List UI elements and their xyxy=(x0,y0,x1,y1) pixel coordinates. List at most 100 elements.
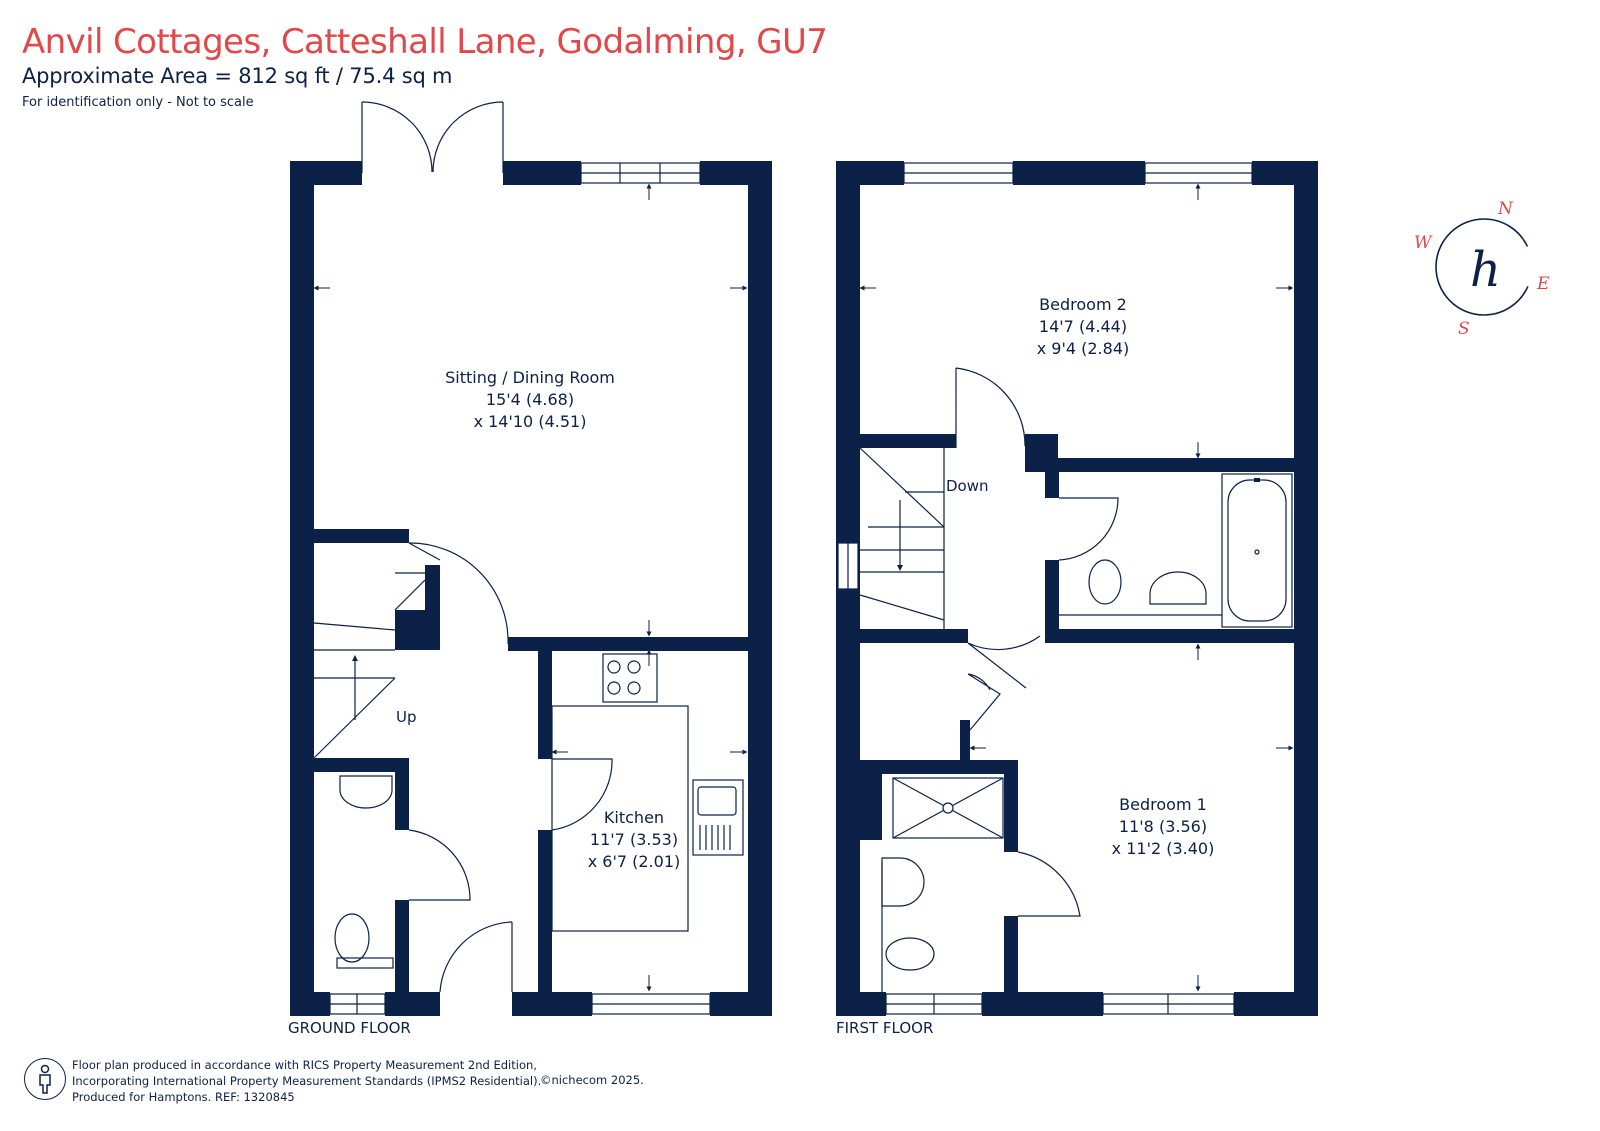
footer-line-1: Floor plan produced in accordance with R… xyxy=(72,1058,537,1072)
bedroom2-dim2: x 9'4 (2.84) xyxy=(1037,339,1130,358)
kitchen-name: Kitchen xyxy=(604,808,664,827)
header: Anvil Cottages, Catteshall Lane, Godalmi… xyxy=(22,22,828,116)
gf-room-labels: Sitting / Dining Room 15'4 (4.68) x 14'1… xyxy=(288,368,680,1037)
ground-floor-fixtures xyxy=(313,101,744,1015)
ff-wall-bath-left-post xyxy=(1025,434,1058,472)
ff-wall-ensuite-right xyxy=(1004,760,1018,852)
compass-east: E xyxy=(1536,274,1550,294)
footer-line-3: Produced for Hamptons. REF: 1320845 xyxy=(72,1090,295,1104)
gf-wall-sitting-bottom-left xyxy=(314,529,409,543)
ff-wall-bed2-bottom-right xyxy=(1058,458,1294,472)
gf-wall-kitchen-left-lower xyxy=(538,830,552,1016)
footer-line-2: Incorporating International Property Mea… xyxy=(72,1074,542,1088)
gf-door-hall xyxy=(408,542,509,645)
ff-wall-right xyxy=(1294,161,1318,1016)
gf-wall-wc-right xyxy=(395,758,409,830)
ff-dimension-arrows xyxy=(859,183,1294,992)
footer-text: Floor plan produced in accordance with R… xyxy=(72,1057,541,1105)
ff-wall-top-left xyxy=(836,161,904,185)
compass-logo: h xyxy=(1470,242,1501,298)
gf-wall-wc-right-lower xyxy=(395,900,409,1016)
bedroom2-name: Bedroom 2 xyxy=(1039,295,1127,314)
ff-room-labels: Bedroom 2 14'7 (4.44) x 9'4 (2.84) Bedro… xyxy=(836,295,1214,1037)
ff-wall-landing-bottom xyxy=(860,629,968,643)
footer-copyright: ©nichecom 2025. xyxy=(540,1073,644,1087)
gf-wall-top-mid xyxy=(503,161,581,185)
ff-shower-tray xyxy=(892,777,1004,839)
ff-wall-top-mid xyxy=(1013,161,1145,185)
gf-worktop xyxy=(551,705,689,932)
person-icon xyxy=(24,1058,66,1100)
sitting-room-name: Sitting / Dining Room xyxy=(445,368,615,387)
compass: N E S W h xyxy=(1414,199,1550,339)
compass-west: W xyxy=(1414,233,1433,253)
sitting-room-dim2: x 14'10 (4.51) xyxy=(474,412,587,431)
gf-wall-kitchen-left xyxy=(538,651,552,759)
gf-wall-stair-post xyxy=(395,610,440,650)
page-title: Anvil Cottages, Catteshall Lane, Godalmi… xyxy=(22,22,828,62)
ground-floor-plan xyxy=(290,161,772,1016)
gf-dimension-arrows xyxy=(313,183,748,992)
gf-wall-bottom-left xyxy=(290,992,330,1016)
bedroom1-dim2: x 11'2 (3.40) xyxy=(1112,839,1215,858)
ff-wall-bottom-mid xyxy=(982,992,1103,1016)
ff-bathtub xyxy=(1221,473,1293,628)
kitchen-dim2: x 6'7 (2.01) xyxy=(588,852,681,871)
gf-wall-bottom-mid xyxy=(385,992,440,1016)
gf-front-door xyxy=(439,921,513,993)
gf-french-doors xyxy=(361,101,504,173)
gf-wc-basin xyxy=(339,775,393,809)
disclaimer-text: For identification only - Not to scale xyxy=(22,95,254,110)
ff-wall-bath-bottom xyxy=(1045,629,1294,643)
bedroom1-dim1: 11'8 (3.56) xyxy=(1119,817,1207,836)
first-floor-fixtures xyxy=(837,162,1293,1015)
compass-circle xyxy=(1435,218,1533,316)
ff-wall-bottom-right xyxy=(1234,992,1318,1016)
ff-wall-bed2-bottom-left xyxy=(860,434,956,448)
ff-door-cupboard xyxy=(967,673,1001,731)
ff-wall-bath-left-lower xyxy=(1045,560,1059,640)
ff-door-ensuite xyxy=(1017,851,1081,917)
gf-kitchen-sink xyxy=(692,779,744,856)
ff-wall-ensuite-right-lower xyxy=(1004,916,1018,1016)
ff-door-landing xyxy=(967,635,1041,689)
bedroom2-dim1: 14'7 (4.44) xyxy=(1039,317,1127,336)
bedroom1-name: Bedroom 1 xyxy=(1119,795,1207,814)
gf-kitchen-door xyxy=(551,758,613,831)
gf-wall-top-left xyxy=(290,161,362,185)
ff-wall-stair-right xyxy=(944,629,968,643)
ff-door-bath xyxy=(1058,497,1119,561)
sitting-room-dim1: 15'4 (4.68) xyxy=(486,390,574,409)
ff-door-bed2 xyxy=(955,367,1026,448)
gf-stairs-label: Up xyxy=(396,708,417,726)
compass-north: N xyxy=(1497,199,1514,219)
ff-wall-ensuite-left xyxy=(860,774,882,840)
first-floor-label: FIRST FLOOR xyxy=(836,1019,933,1037)
gf-wc-door xyxy=(408,829,471,901)
ff-stairs xyxy=(859,447,945,629)
kitchen-dim1: 11'7 (3.53) xyxy=(590,830,678,849)
footer: Floor plan produced in accordance with R… xyxy=(20,1057,720,1117)
gf-wall-right xyxy=(748,161,772,1016)
ff-wall-ensuite-top xyxy=(860,760,1018,774)
ff-wall-top-right xyxy=(1252,161,1318,185)
ff-wall-cupboard xyxy=(960,720,970,760)
area-subtitle: Approximate Area = 812 sq ft / 75.4 sq m xyxy=(22,64,453,88)
gf-wall-wc-top xyxy=(314,758,409,772)
ff-wall-bath-left xyxy=(1045,472,1059,498)
gf-hob xyxy=(602,653,658,703)
gf-wall-stair-divider xyxy=(425,565,440,615)
gf-stairs xyxy=(313,572,426,759)
gf-wall-top-right xyxy=(700,161,772,185)
gf-wall-bottom-right xyxy=(710,992,772,1016)
gf-wall-sitting-bottom-right xyxy=(508,637,748,651)
ff-ensuite-basin xyxy=(881,857,925,907)
ff-ensuite-toilet xyxy=(885,937,935,971)
compass-south: S xyxy=(1458,319,1470,339)
ff-wall-bottom-left xyxy=(836,992,886,1016)
gf-wall-left xyxy=(290,161,314,1016)
ff-bath-toilet xyxy=(1088,559,1122,605)
ff-bath-basin xyxy=(1149,571,1207,605)
ff-stairs-label: Down xyxy=(946,477,989,495)
